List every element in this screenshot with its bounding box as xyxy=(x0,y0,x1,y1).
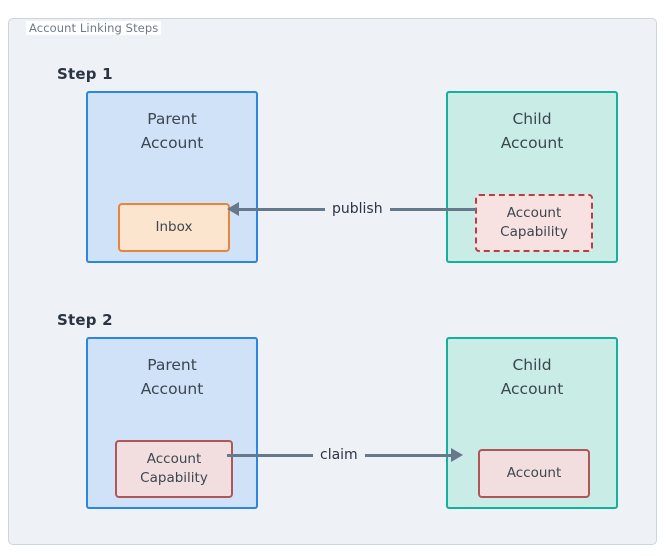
step-1-arrow-label: publish xyxy=(332,201,383,217)
step-2-account-capability-chip[interactable]: Account Capability xyxy=(115,440,233,498)
step-1-child-account-box[interactable]: Child Account Account Capability xyxy=(446,91,618,263)
arrow-head-right-icon xyxy=(450,448,463,462)
diagram-frame: Account Linking Steps Step 1 Parent Acco… xyxy=(8,18,657,545)
arrow-line-segment xyxy=(389,207,476,211)
step-1-heading: Step 1 xyxy=(57,65,113,83)
step-1-account-capability-chip[interactable]: Account Capability xyxy=(475,194,593,252)
arrow-head-left-icon xyxy=(227,202,239,216)
step-2-child-account-box[interactable]: Child Account Account xyxy=(446,337,618,509)
step-1-child-account-title: Child Account xyxy=(500,110,564,152)
step-2-parent-account-title: Parent Account xyxy=(140,356,204,398)
step-2-claim-arrow: claim xyxy=(227,440,463,470)
step-2-arrow-label: claim xyxy=(320,447,358,463)
step-1-publish-arrow: publish xyxy=(227,194,476,224)
step-1-inbox-chip[interactable]: Inbox xyxy=(118,203,230,252)
step-2-heading: Step 2 xyxy=(57,311,113,329)
diagram-title: Account Linking Steps xyxy=(26,21,162,35)
step-1-parent-account-title: Parent Account xyxy=(140,110,204,152)
step-2-child-account-title: Child Account xyxy=(500,356,564,398)
step-2-parent-account-box[interactable]: Parent Account Account Capability xyxy=(86,337,258,509)
arrow-line-segment xyxy=(239,207,325,211)
step-2-account-chip[interactable]: Account xyxy=(478,449,590,498)
arrow-line-segment xyxy=(364,453,451,457)
step-1-parent-account-box[interactable]: Parent Account Inbox xyxy=(86,91,258,263)
arrow-line-segment xyxy=(227,453,313,457)
